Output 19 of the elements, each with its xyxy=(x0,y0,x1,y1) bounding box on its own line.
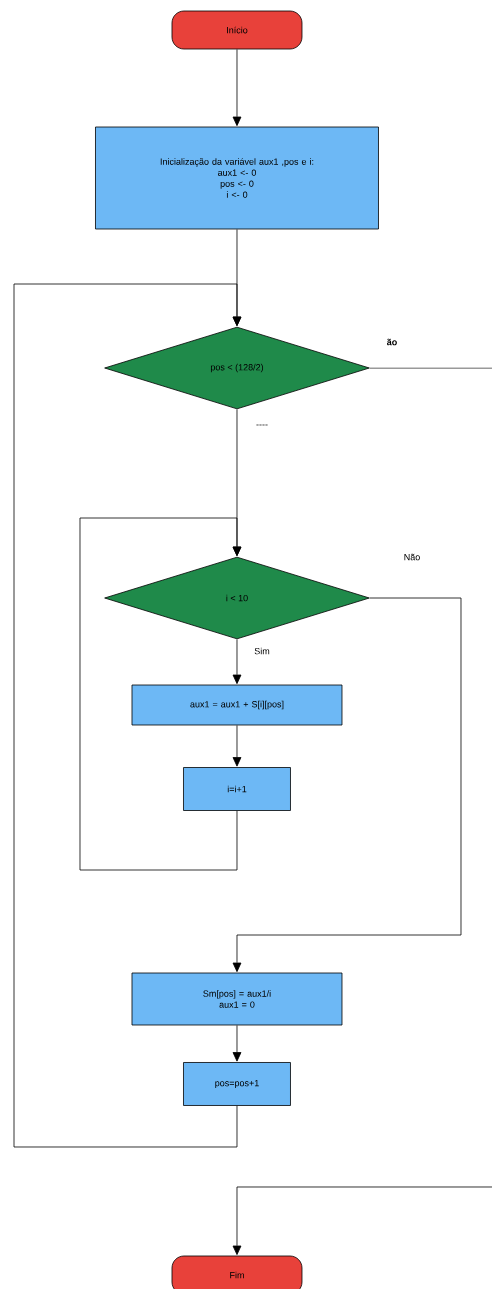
process-box: i=i+1 xyxy=(183,767,291,811)
arrow xyxy=(232,367,492,1255)
edge-label: ão xyxy=(385,337,399,347)
arrow xyxy=(232,49,242,127)
arrow xyxy=(79,517,242,871)
process-box: aux1 = aux1 + S[i][pos] xyxy=(131,684,343,726)
process-box: pos=pos+1 xyxy=(183,1062,291,1106)
edge-label: Não xyxy=(402,552,422,562)
edge-label: ---- xyxy=(255,423,269,429)
arrow xyxy=(13,283,242,1148)
arrow xyxy=(232,1025,242,1062)
arrow xyxy=(232,639,242,685)
process-box: Inicialização da variável aux1 ,pos e i: aux1 <- 0 pos <- 0 i <- 0 xyxy=(95,126,379,230)
process-box: Sm[pos] = aux1/i aux1 = 0 xyxy=(131,972,343,1026)
arrow xyxy=(232,725,242,767)
arrow xyxy=(232,597,462,973)
terminal-box: Fim xyxy=(171,1255,303,1289)
edge-label: Sim xyxy=(253,646,271,656)
terminal-box: Início xyxy=(171,10,303,50)
